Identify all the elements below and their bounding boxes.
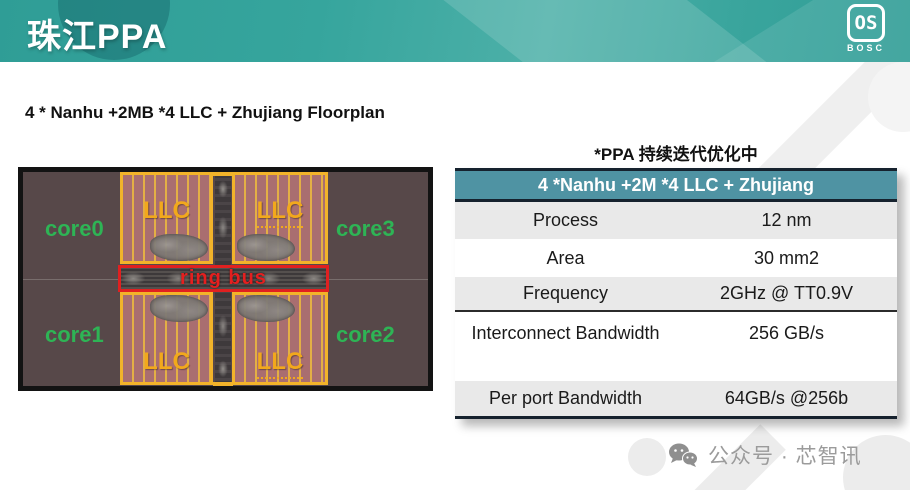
llc-block-top-left: LLC [120, 172, 213, 264]
row-value: 12 nm [761, 210, 812, 230]
llc-label: LLC [235, 348, 325, 379]
ppa-table-title: *PPA 持续迭代优化中 [594, 145, 758, 164]
llc-block-bottom-left: LLC [120, 292, 213, 385]
table-row: Frequency 2GHz @ TT0.9V [455, 277, 897, 312]
row-label: Frequency [522, 283, 609, 303]
llc-label: LLC [235, 197, 325, 228]
floorplan-io-tab [213, 382, 233, 386]
cell-cluster [237, 295, 295, 322]
llc-block-bottom-right: LLC [232, 292, 328, 385]
table-row: Process 12 nm [455, 202, 897, 239]
bosc-logo-icon: OS [847, 4, 885, 42]
row-label: Per port Bandwidth [488, 388, 643, 408]
core2-label: core2 [336, 322, 395, 347]
table-row: Interconnect Bandwidth 256 GB/s [455, 312, 897, 381]
core0-label: core0 [45, 216, 104, 241]
cell-cluster [150, 234, 208, 261]
row-label: Interconnect Bandwidth [471, 322, 660, 343]
row-value: 256 GB/s [748, 322, 825, 343]
chip-floorplan-image: core0 core3 core1 core2 LLC LLC LLC LLC … [18, 167, 433, 391]
ring-bus-region: ring bus [118, 265, 329, 292]
llc-block-top-right: LLC [232, 172, 328, 264]
llc-label: LLC [143, 348, 190, 375]
slide-title: 珠江PPA [27, 18, 168, 56]
row-label: Process [532, 210, 599, 230]
row-value: 64GB/s @256b [724, 388, 849, 408]
ring-bus-label: ring bus [180, 267, 267, 289]
watermark: 公众号 · 芯智讯 [668, 440, 862, 470]
cell-cluster [150, 295, 208, 322]
wechat-icon [669, 443, 698, 467]
floorplan-io-tab [213, 172, 233, 176]
row-value: 2GHz @ TT0.9V [720, 283, 853, 303]
bosc-logo-mark: OS [854, 12, 878, 34]
floorplan-caption: 4 * Nanhu +2MB *4 LLC + Zhujiang Floorpl… [25, 103, 385, 122]
bosc-logo: OS BOSC [840, 4, 892, 53]
cell-cluster [237, 234, 295, 261]
core1-label: core1 [45, 322, 104, 347]
ppa-table: 4 *Nanhu +2M *4 LLC + Zhujiang Process 1… [455, 168, 897, 419]
watermark-text: 公众号 · 芯智讯 [708, 445, 862, 468]
table-row: Area 30 mm2 [455, 239, 897, 277]
core3-label: core3 [336, 216, 395, 241]
header-bar: 珠江PPA OS BOSC [0, 0, 910, 62]
bosc-logo-name: BOSC [846, 43, 885, 53]
decoration-circle [628, 438, 666, 476]
ppa-table-header: 4 *Nanhu +2M *4 LLC + Zhujiang [455, 171, 897, 202]
row-label: Area [546, 247, 585, 268]
row-value: 30 mm2 [753, 247, 820, 268]
llc-label: LLC [143, 197, 190, 224]
table-row: Per port Bandwidth 64GB/s @256b [455, 381, 897, 416]
